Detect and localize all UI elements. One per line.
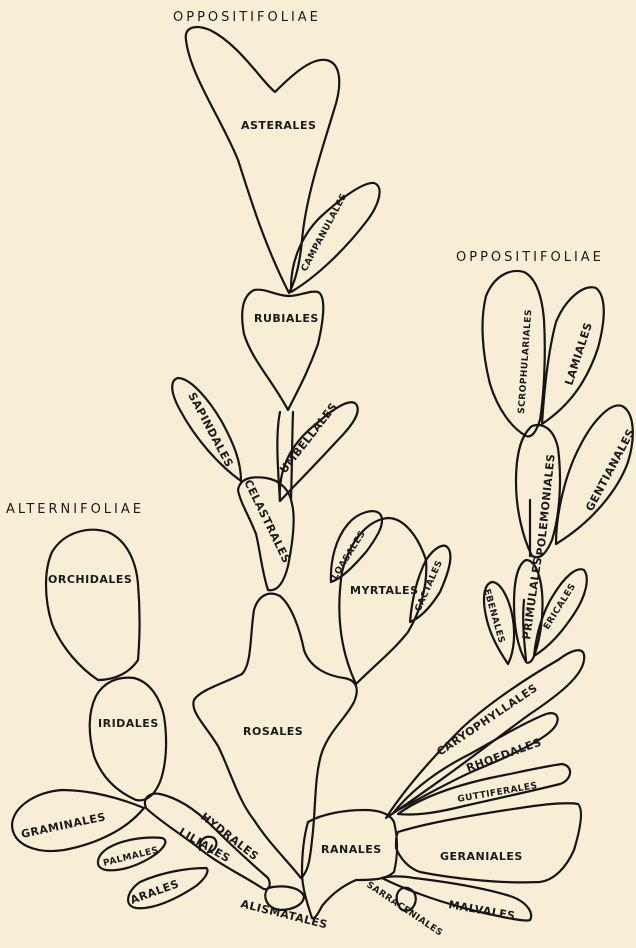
label-guttiferales: GUTTIFERALES xyxy=(457,781,539,805)
campanulales-shape xyxy=(291,183,380,292)
guttiferales-shape xyxy=(398,764,570,815)
label-scrophulariales: SCROPHULARIALES xyxy=(517,309,534,414)
label-geraniales: GERANIALES xyxy=(440,850,523,863)
orchidales-shape xyxy=(46,530,140,680)
ranales-shape xyxy=(302,810,397,918)
geraniales-shape xyxy=(396,803,581,882)
rubiales-shape xyxy=(242,290,323,410)
label-polemoniales: POLEMONIALES xyxy=(534,453,558,556)
label-rosales: ROSALES xyxy=(243,725,303,738)
label-ranales: RANALES xyxy=(321,843,382,856)
label-arales: ARALES xyxy=(129,877,181,907)
label-gentianales: GENTIANALES xyxy=(583,426,636,513)
label-graminales: GRAMINALES xyxy=(20,810,107,841)
header-left: ALTERNIFOLIAE xyxy=(6,502,144,517)
label-myrtales: MYRTALES xyxy=(350,584,419,597)
scrophulariales-shape xyxy=(483,271,545,436)
label-orchidales: ORCHIDALES xyxy=(48,573,132,586)
label-alismatales: ALISMATALES xyxy=(239,897,329,931)
label-rubiales: RUBIALES xyxy=(254,312,319,325)
header-right: OPPOSITIFOLIAE xyxy=(456,250,604,265)
gentianales-shape xyxy=(556,405,633,544)
label-palmales: PALMALES xyxy=(102,845,159,868)
label-celastrales: CELASTRALES xyxy=(241,478,293,566)
label-asterales: ASTERALES xyxy=(241,119,316,132)
header-top: OPPOSITIFOLIAE xyxy=(173,10,321,25)
label-lamiales: LAMIALES xyxy=(562,321,595,387)
label-malvales: MALVALES xyxy=(447,898,516,923)
label-umbellales: UMBELLALES xyxy=(277,400,340,476)
label-iridales: IRIDALES xyxy=(98,717,159,730)
iridales-shape xyxy=(90,678,166,801)
